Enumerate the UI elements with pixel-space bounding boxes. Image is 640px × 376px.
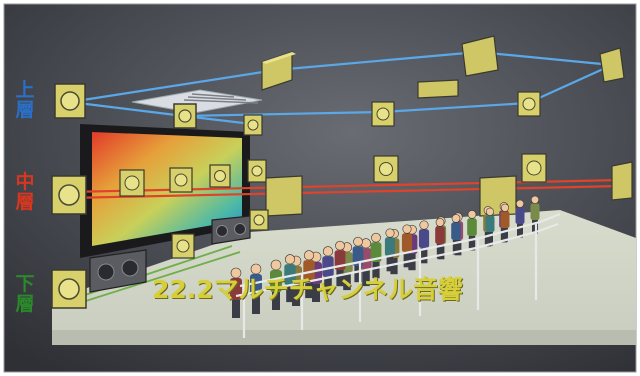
upper-layer-lines bbox=[69, 50, 613, 126]
audience-person-legs bbox=[408, 254, 416, 271]
audience-person-head bbox=[467, 210, 477, 219]
audience-person-body bbox=[370, 242, 382, 262]
audience-person-legs bbox=[292, 288, 300, 306]
audience-person-legs bbox=[502, 228, 508, 242]
audience-person-head bbox=[353, 236, 363, 247]
audience-person-head bbox=[500, 203, 510, 212]
speaker-upper-front-right bbox=[243, 114, 263, 136]
audience-person-body bbox=[451, 222, 461, 240]
audience-person-body bbox=[303, 260, 315, 281]
audience-person-body bbox=[500, 211, 510, 228]
speaker-upper-side-center bbox=[371, 101, 395, 127]
audience-person-legs bbox=[252, 296, 260, 314]
audience-person-legs bbox=[354, 266, 362, 283]
speaker-upper-top-left bbox=[261, 51, 296, 91]
audience-person-body bbox=[401, 233, 413, 252]
subwoofer-right bbox=[211, 215, 251, 245]
ceiling-light-stripes bbox=[183, 93, 259, 104]
speaker-middle-screen-1 bbox=[119, 169, 145, 197]
audience-person-head bbox=[435, 218, 445, 227]
speaker-upper-front-left bbox=[54, 83, 86, 119]
label-middle-layer: 中層 bbox=[15, 171, 35, 213]
audience-person-body bbox=[384, 237, 396, 256]
audience-person-head bbox=[303, 250, 315, 261]
audience-person-head bbox=[284, 254, 296, 265]
audience-person-legs bbox=[517, 224, 523, 238]
audience-person-legs bbox=[343, 273, 351, 291]
audience-person-head bbox=[530, 195, 540, 204]
label-upper-layer: 上層 bbox=[15, 79, 35, 121]
audience-person-legs bbox=[312, 284, 320, 302]
audience-person-legs bbox=[468, 236, 476, 251]
speaker-lower-front-left bbox=[51, 269, 87, 309]
audience-person-head bbox=[385, 228, 395, 238]
caption-22-2-multichannel: 22.2マルチチャンネル音響 bbox=[152, 275, 463, 304]
audience-person-head bbox=[419, 220, 429, 230]
audience-person-legs bbox=[336, 270, 344, 287]
audience-person-legs bbox=[305, 281, 313, 299]
speaker-middle-back bbox=[611, 161, 633, 201]
audience-person-legs bbox=[436, 244, 444, 259]
audience-person-body bbox=[515, 207, 525, 224]
audience-person-legs bbox=[372, 262, 380, 279]
audience-person-body bbox=[284, 264, 296, 285]
audience-person-legs bbox=[324, 277, 332, 295]
frame-border bbox=[3, 3, 637, 373]
audience-person-body bbox=[467, 218, 477, 236]
audience bbox=[230, 195, 540, 318]
speaker-middle-screen-3 bbox=[209, 164, 231, 188]
audience-person-body bbox=[322, 256, 334, 277]
speaker-upper-back bbox=[599, 47, 625, 83]
speaker-middle-back-side bbox=[521, 153, 547, 183]
audience-person-head bbox=[322, 246, 334, 257]
audience-person-body bbox=[435, 226, 445, 244]
audience-person-head bbox=[230, 267, 242, 279]
audience-person-head bbox=[515, 199, 525, 208]
audience-person-head bbox=[335, 240, 345, 251]
speaker-middle-front-right bbox=[247, 159, 267, 183]
audience-person-head bbox=[485, 207, 495, 216]
audience-person-legs bbox=[487, 232, 493, 246]
audience-person-head bbox=[270, 259, 282, 271]
audience-person-legs bbox=[403, 252, 411, 268]
audience-person-legs bbox=[390, 258, 398, 275]
audience-person-body bbox=[530, 203, 540, 220]
audience-person-legs bbox=[452, 240, 460, 255]
audience-person-legs bbox=[286, 285, 294, 303]
audience-person-legs bbox=[272, 292, 280, 310]
audience-person-body bbox=[418, 229, 430, 248]
speaker-upper-front-center bbox=[173, 103, 197, 129]
speaker-upper-top-right bbox=[461, 35, 499, 77]
floor-front-edge bbox=[52, 330, 636, 345]
speaker-middle-screen-2 bbox=[169, 167, 193, 193]
speaker-lower-front-center bbox=[171, 233, 195, 259]
speaker-upper-side-right bbox=[517, 91, 541, 117]
speaker-lower-front-right bbox=[249, 209, 269, 231]
speaker-middle-side-left bbox=[265, 175, 303, 217]
label-lower-layer: 下層 bbox=[15, 273, 35, 315]
audience-person-head bbox=[250, 263, 262, 275]
subwoofer-left bbox=[89, 249, 147, 293]
audience-person-legs bbox=[362, 269, 370, 287]
audience-person-head bbox=[360, 238, 372, 249]
speaker-middle-side-center bbox=[373, 155, 399, 183]
audience-person-legs bbox=[420, 248, 428, 264]
audience-person-legs bbox=[232, 300, 240, 318]
audience-person-legs bbox=[386, 256, 394, 272]
railings bbox=[235, 212, 561, 338]
audience-person-head bbox=[371, 232, 381, 243]
speaker-upper-top-center bbox=[417, 79, 459, 99]
audience-person-body bbox=[485, 215, 495, 232]
speaker-middle-front-left bbox=[51, 175, 87, 215]
audience-person-head bbox=[451, 214, 461, 223]
audience-person-head bbox=[402, 224, 412, 234]
